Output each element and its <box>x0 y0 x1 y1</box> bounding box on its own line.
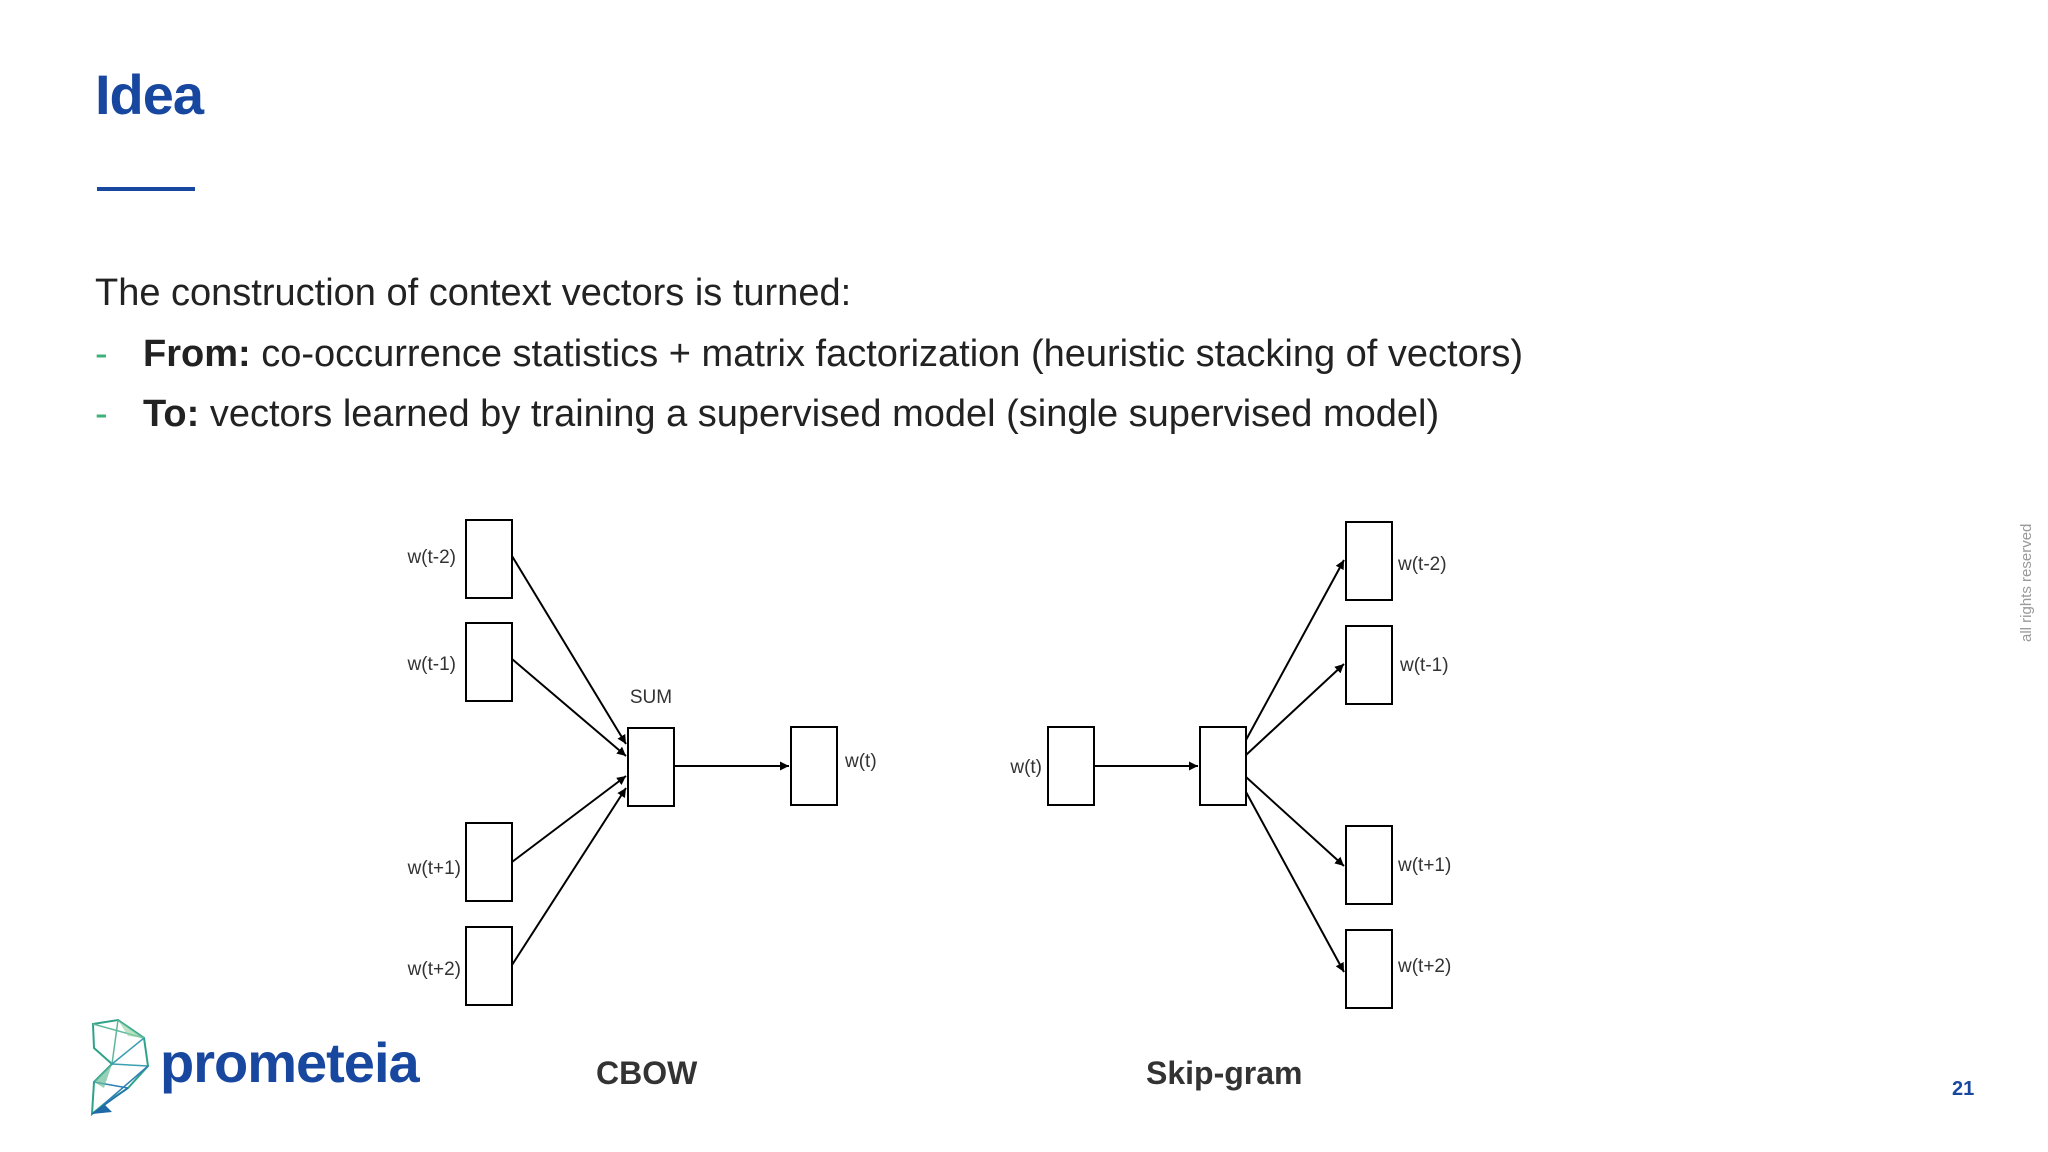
cbow-diagram: w(t-2) w(t-1) w(t+1) w(t+2) SUM w(t) <box>406 519 877 1006</box>
page-number: 21 <box>1952 1078 1975 1100</box>
prometeia-logo-icon <box>90 1018 150 1117</box>
skipgram-diagram: w(t) w(t-2) w(t-1) w(t+1) w(t+2) <box>1009 521 1451 1009</box>
skipgram-arrow-2 <box>1245 663 1345 756</box>
cbow-arrow-3 <box>511 775 627 863</box>
skipgram-output-label-4: w(t+2) <box>1397 956 1451 977</box>
cbow-output-box <box>790 726 838 806</box>
bullet-lead: From: <box>143 333 251 375</box>
title-underline <box>97 187 195 191</box>
skipgram-output-box-2 <box>1345 625 1393 705</box>
copyright-note: all rights reserved <box>2018 523 2035 642</box>
skipgram-arrow-3 <box>1245 776 1345 867</box>
slide-title: Idea <box>95 63 204 126</box>
cbow-arrow-1 <box>511 555 627 745</box>
skipgram-output-box-1 <box>1345 521 1393 601</box>
skipgram-caption: Skip-gram <box>1146 1055 1303 1091</box>
skipgram-projection-box <box>1199 726 1247 806</box>
skipgram-output-box-3 <box>1345 825 1393 905</box>
skipgram-output-label-1: w(t-2) <box>1397 554 1447 575</box>
cbow-input-label-3: w(t+1) <box>407 858 461 879</box>
cbow-input-box-1 <box>465 519 513 599</box>
bullet-from: -From: co-occurrence statistics + matrix… <box>95 333 1523 376</box>
bullet-lead: To: <box>143 393 200 435</box>
bullet-to: -To: vectors learned by training a super… <box>95 393 1439 436</box>
cbow-input-box-3 <box>465 822 513 902</box>
skipgram-arrow-4 <box>1245 791 1345 973</box>
bullet-dash: - <box>95 393 108 435</box>
intro-text: The construction of context vectors is t… <box>95 272 852 314</box>
bullet-text: co-occurrence statistics + matrix factor… <box>250 333 1524 375</box>
cbow-sum-label: SUM <box>630 687 672 708</box>
bullet-dash: - <box>95 333 108 375</box>
skipgram-output-label-3: w(t+1) <box>1397 855 1451 876</box>
skipgram-output-box-4 <box>1345 929 1393 1009</box>
cbow-input-label-4: w(t+2) <box>407 959 461 980</box>
cbow-arrow-2 <box>511 658 627 757</box>
cbow-arrow-4 <box>511 787 627 966</box>
cbow-output-label: w(t) <box>844 751 877 772</box>
cbow-input-label-2: w(t-1) <box>406 654 456 675</box>
cbow-caption: CBOW <box>596 1055 698 1091</box>
bullet-text: vectors learned by training a supervised… <box>199 393 1440 435</box>
skipgram-arrow-1 <box>1245 559 1345 741</box>
skipgram-output-label-2: w(t-1) <box>1399 655 1449 676</box>
skipgram-input-label: w(t) <box>1009 757 1042 778</box>
cbow-input-box-4 <box>465 926 513 1006</box>
skipgram-input-box <box>1047 726 1095 806</box>
logo-wordmark: prometeia <box>160 1031 420 1094</box>
cbow-sum-box <box>627 727 675 807</box>
cbow-input-label-1: w(t-2) <box>406 547 456 568</box>
cbow-input-box-2 <box>465 622 513 702</box>
